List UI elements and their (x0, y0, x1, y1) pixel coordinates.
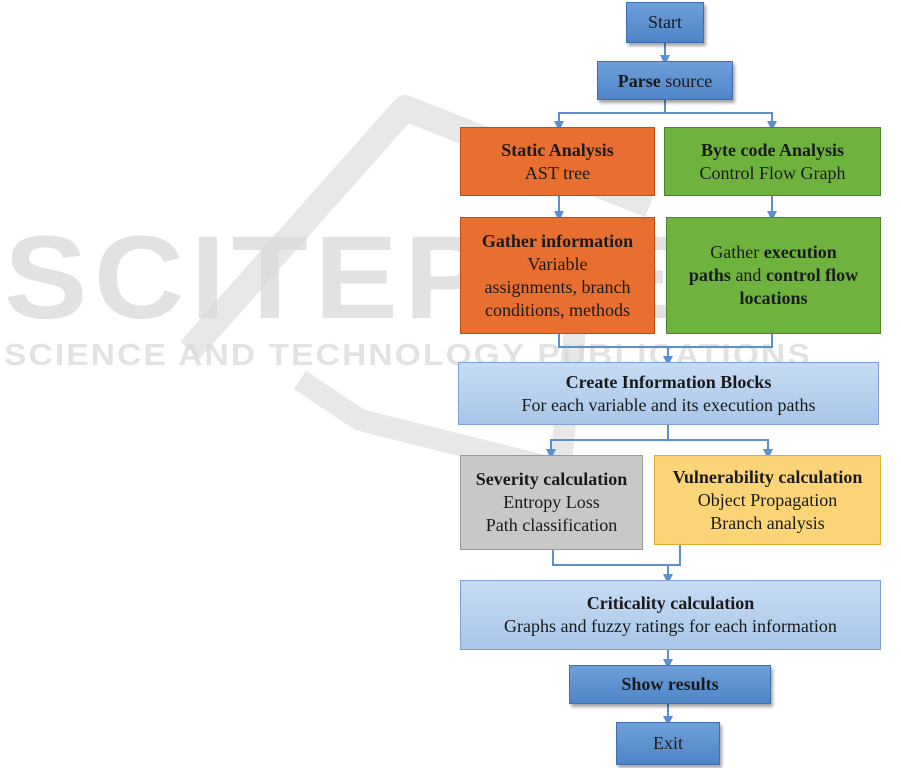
gather-exec-bold: paths (688, 265, 731, 285)
parse-source-node: Parse source (597, 61, 733, 100)
gather-exec-bold: execution (763, 242, 837, 262)
bytecode-analysis-detail: Control Flow Graph (699, 162, 846, 183)
vulnerability-title: Vulnerability calculation (672, 466, 863, 487)
create-information-blocks-node: Create Information Blocks For each varia… (458, 362, 879, 425)
vulnerability-line: Object Propagation (697, 489, 838, 510)
parse-label-bold: Parse (617, 71, 661, 91)
static-analysis-detail: AST tree (524, 162, 591, 183)
gather-exec-text: Gather (710, 242, 764, 262)
severity-title: Severity calculation (475, 469, 628, 489)
show-results-label: Show results (621, 674, 719, 694)
gather-exec-bold: control flow (765, 265, 859, 285)
show-results-node: Show results (569, 665, 771, 704)
gather-exec-line-3: locations (739, 288, 808, 308)
gather-information-line: conditions, methods (485, 299, 630, 320)
criticality-detail: Graphs and fuzzy ratings for each inform… (504, 616, 837, 636)
bytecode-analysis-title: Byte code Analysis (700, 139, 844, 160)
static-analysis-node: Static Analysis AST tree (460, 127, 655, 196)
static-analysis-title: Static Analysis (501, 139, 614, 160)
vulnerability-line: Branch analysis (710, 512, 825, 533)
severity-calculation-node: Severity calculation Entropy Loss Path c… (460, 455, 643, 550)
bytecode-analysis-node: Byte code Analysis Control Flow Graph (664, 127, 881, 196)
parse-label-rest: source (660, 71, 713, 91)
gather-exec-line-2: paths and control flow (689, 264, 858, 287)
gather-execution-paths-node: Gather execution paths and control flow … (666, 217, 881, 334)
gather-information-title: Gather information (481, 230, 634, 251)
vulnerability-calculation-node: Vulnerability calculation Object Propaga… (654, 455, 881, 545)
info-blocks-detail: For each variable and its execution path… (521, 394, 816, 415)
gather-information-line: assignments, branch (484, 276, 631, 297)
start-label: Start (648, 12, 682, 32)
gather-information-node: Gather information Variable assignments,… (460, 217, 655, 334)
start-node: Start (626, 2, 704, 43)
gather-exec-line-1: Gather execution (710, 241, 836, 264)
exit-node: Exit (616, 722, 720, 765)
severity-line: Entropy Loss (503, 492, 600, 512)
info-blocks-title: Create Information Blocks (565, 371, 772, 392)
exit-label: Exit (653, 733, 683, 753)
gather-exec-text: and (730, 265, 766, 285)
criticality-calculation-node: Criticality calculation Graphs and fuzzy… (460, 580, 881, 650)
criticality-title: Criticality calculation (586, 593, 755, 613)
gather-information-line: Variable (527, 253, 588, 274)
severity-line: Path classification (485, 515, 618, 535)
